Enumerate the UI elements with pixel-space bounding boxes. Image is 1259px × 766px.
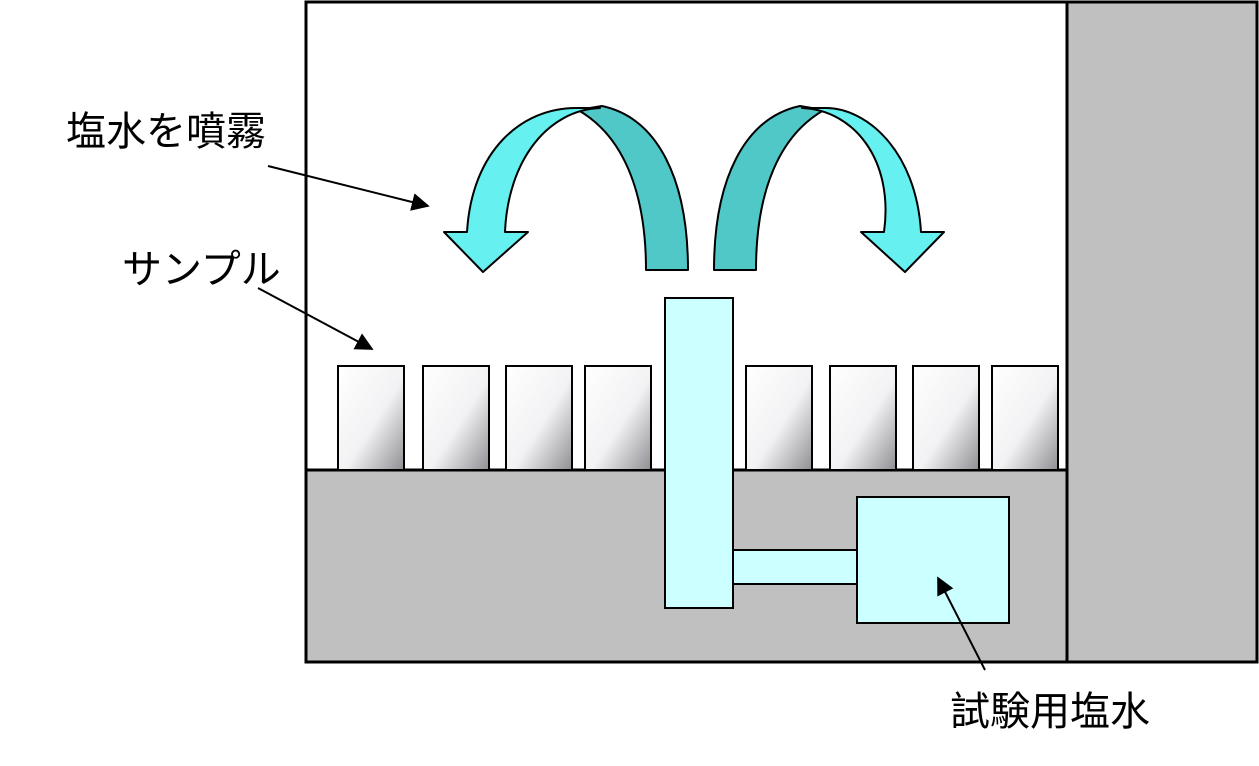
sample-panel bbox=[991, 365, 1059, 471]
sample-label: サンプル bbox=[122, 247, 281, 293]
sample-panel bbox=[829, 365, 897, 471]
sample-panel bbox=[505, 365, 573, 471]
sample-row bbox=[337, 365, 1059, 471]
right-side-wall bbox=[1065, 0, 1259, 664]
curved-arrow-right-icon bbox=[713, 105, 945, 273]
spray-tower bbox=[664, 297, 734, 609]
sample-panel bbox=[584, 365, 652, 471]
sample-panel bbox=[745, 365, 813, 471]
leader-arrow-icon bbox=[937, 576, 986, 671]
sample-panel bbox=[912, 365, 980, 471]
saltwater-tank bbox=[856, 496, 1010, 624]
connecting-pipe bbox=[730, 549, 860, 585]
spray-label: 塩水を噴霧 bbox=[66, 109, 266, 155]
sample-panel bbox=[422, 365, 490, 471]
saltwater-label: 試験用塩水 bbox=[950, 689, 1150, 735]
curved-arrow-left-icon bbox=[443, 105, 689, 273]
leader-arrow-icon bbox=[267, 165, 430, 211]
leader-arrow-icon bbox=[257, 287, 374, 350]
sample-panel bbox=[337, 365, 405, 471]
